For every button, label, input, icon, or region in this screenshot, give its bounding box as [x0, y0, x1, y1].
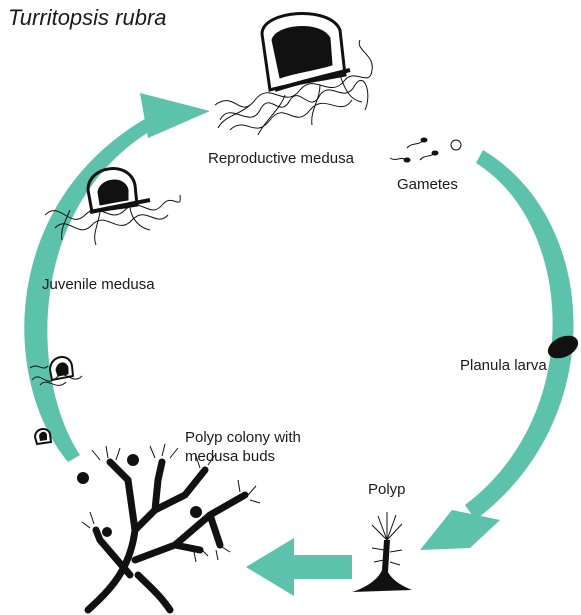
arrow-polyp-to-colony — [290, 555, 352, 579]
polyp-colony-label: Polyp colony with medusa buds — [185, 428, 335, 466]
arrow-head-medusa — [140, 93, 210, 138]
gametes-illustration — [390, 138, 461, 162]
polyp-illustration — [352, 512, 412, 592]
juvenile-medusa-label: Juvenile medusa — [42, 275, 155, 294]
reproductive-medusa-illustration — [215, 13, 372, 135]
arrow-head-polyp — [420, 510, 500, 550]
polyp-label: Polyp — [368, 480, 406, 499]
planula-larva-label: Planula larva — [460, 356, 547, 375]
gametes-label: Gametes — [397, 175, 458, 194]
tiny-medusa-illustration — [35, 429, 51, 444]
arrow-gametes-to-polyp — [465, 150, 574, 520]
polyp-colony-illustration — [77, 444, 260, 610]
arrow-head-colony — [246, 538, 294, 596]
reproductive-medusa-label: Reproductive medusa — [208, 149, 354, 168]
